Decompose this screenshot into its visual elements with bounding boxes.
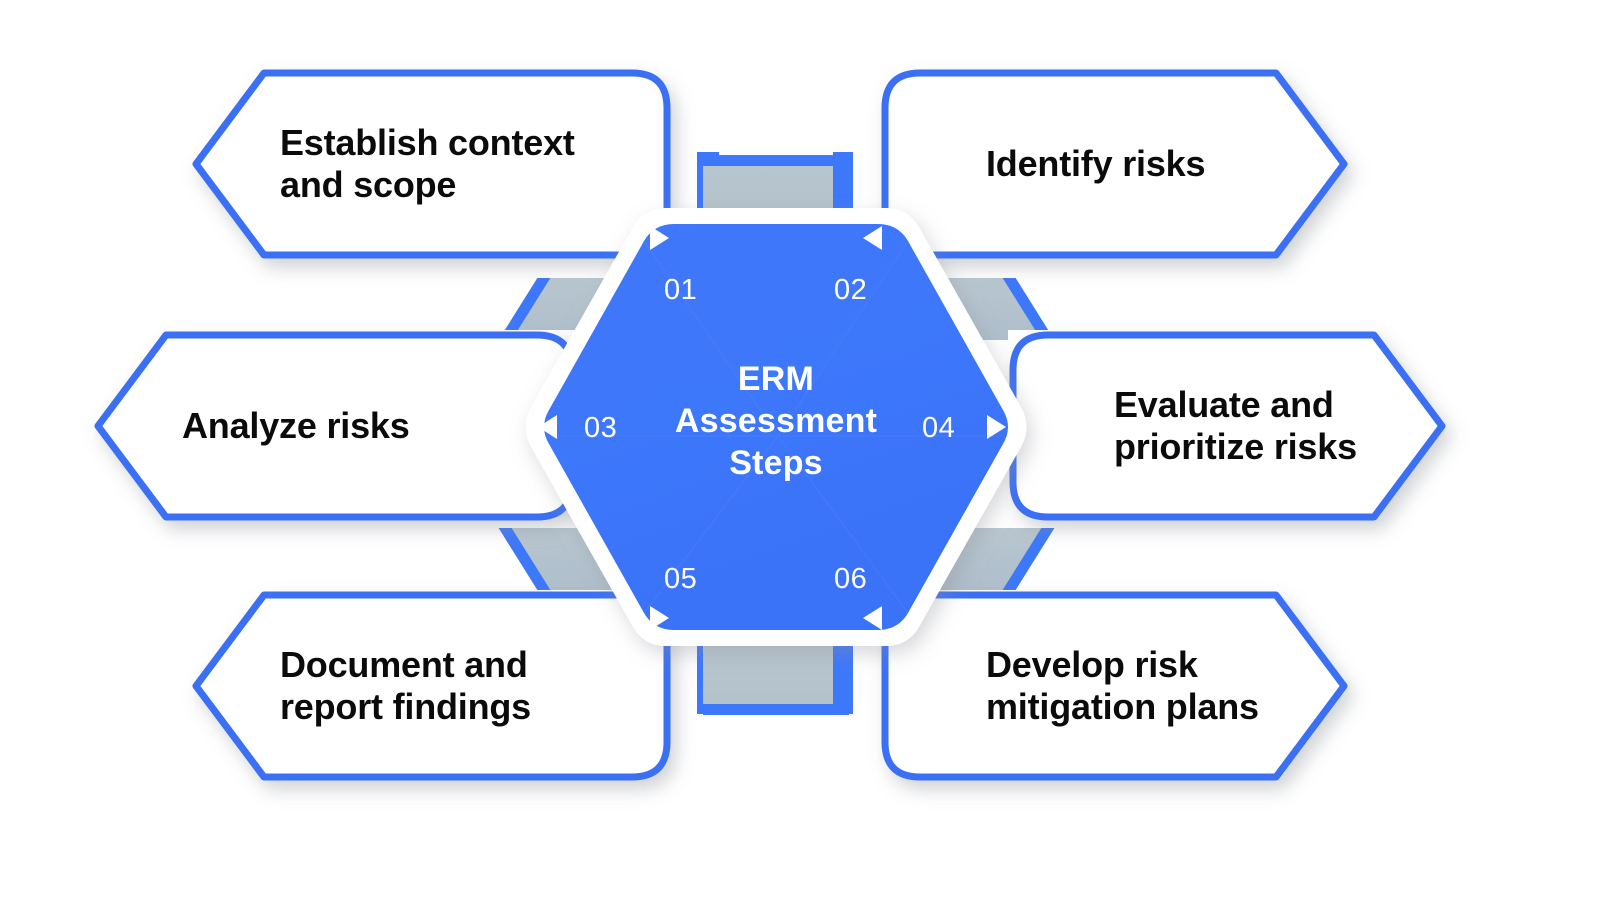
step-card-03-label: Analyze risks (182, 404, 410, 446)
card-shape-right (1009, 331, 1446, 521)
arrow-right-icon (650, 606, 669, 630)
center-hexagon[interactable]: ERM Assessment Steps 01 02 03 04 05 06 (516, 186, 1036, 672)
hexagon-number-03: 03 (584, 412, 618, 444)
connector-edge (703, 155, 849, 166)
hexagon-number-06: 06 (834, 563, 868, 595)
step-card-06-label: Develop risk mitigation plans (986, 643, 1259, 727)
step-card-06[interactable]: Develop risk mitigation plans (880, 590, 1350, 782)
connector-bottom-right-stripe (833, 640, 853, 714)
step-card-02-label: Identify risks (986, 142, 1206, 184)
arrow-right-icon (650, 226, 669, 250)
step-card-03[interactable]: Analyze risks (92, 330, 577, 522)
hexagon-number-02: 02 (834, 274, 868, 306)
step-card-01[interactable]: Establish context and scope (190, 68, 672, 260)
arrow-left-icon (863, 606, 882, 630)
connector-bottom-plate (703, 645, 849, 715)
connector-top-right-stripe (833, 152, 853, 226)
hexagon-title: ERM Assessment Steps (674, 360, 878, 483)
step-card-04-label: Evaluate and prioritize risks (1114, 383, 1357, 467)
connector-edge (703, 704, 849, 715)
step-card-01-label: Establish context and scope (280, 121, 575, 205)
step-card-05[interactable]: Document and report findings (190, 590, 672, 782)
step-card-04[interactable]: Evaluate and prioritize risks (1008, 330, 1448, 522)
hexagon-shape (525, 208, 1027, 646)
hexagon-number-04: 04 (922, 412, 956, 444)
connector-body (703, 645, 849, 715)
hexagon-number-05: 05 (664, 563, 698, 595)
arrow-left-icon (863, 226, 882, 250)
hexagon-facet-lines (549, 240, 1003, 614)
arrow-right-icon (987, 415, 1006, 439)
arrow-left-icon (538, 415, 557, 439)
step-card-05-label: Document and report findings (280, 643, 531, 727)
hexagon-number-01: 01 (664, 274, 698, 306)
